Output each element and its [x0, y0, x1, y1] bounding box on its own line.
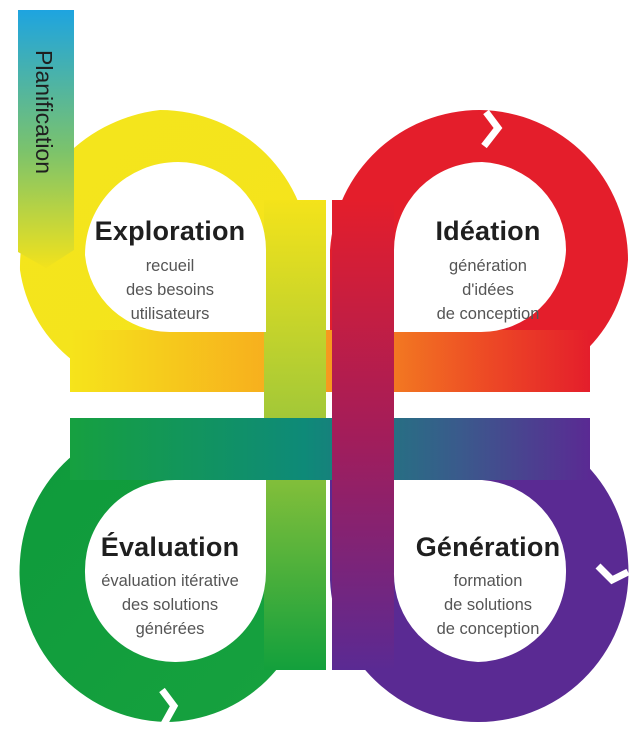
exploration-line-3: utilisateurs [131, 305, 210, 323]
ideation-hole [394, 162, 567, 333]
right-vertical-band [332, 200, 394, 670]
generation-line-2: de solutions [444, 596, 532, 614]
evaluation-chevron [159, 687, 179, 726]
evaluation-line-1: évaluation itérative [101, 572, 239, 590]
generation-line-1: formation [454, 572, 523, 590]
ideation-line-1: génération [449, 257, 527, 275]
ideation-chevron [481, 109, 503, 149]
exploration-line-2: des besoins [126, 281, 214, 299]
exploration-line-1: recueil [146, 257, 195, 275]
ideation-title: Idéation [435, 216, 540, 246]
evaluation-line-2: des solutions [122, 596, 218, 614]
exploration-title: Exploration [95, 216, 246, 246]
planning-bar [18, 10, 74, 268]
lower-band [70, 418, 590, 480]
generation-hole [393, 480, 567, 662]
evaluation-hole [84, 480, 266, 663]
ideation-line-3: de conception [437, 305, 540, 323]
exploration-hole [85, 162, 266, 333]
evaluation-title: Évaluation [101, 531, 240, 562]
planning-label: Planification [31, 50, 57, 174]
generation-chevron [595, 563, 630, 585]
generation-line-3: de conception [437, 620, 540, 638]
evaluation-line-3: générées [136, 620, 205, 638]
ideation-line-2: d'idées [462, 281, 514, 299]
upper-band [70, 330, 590, 392]
generation-title: Génération [416, 532, 561, 562]
